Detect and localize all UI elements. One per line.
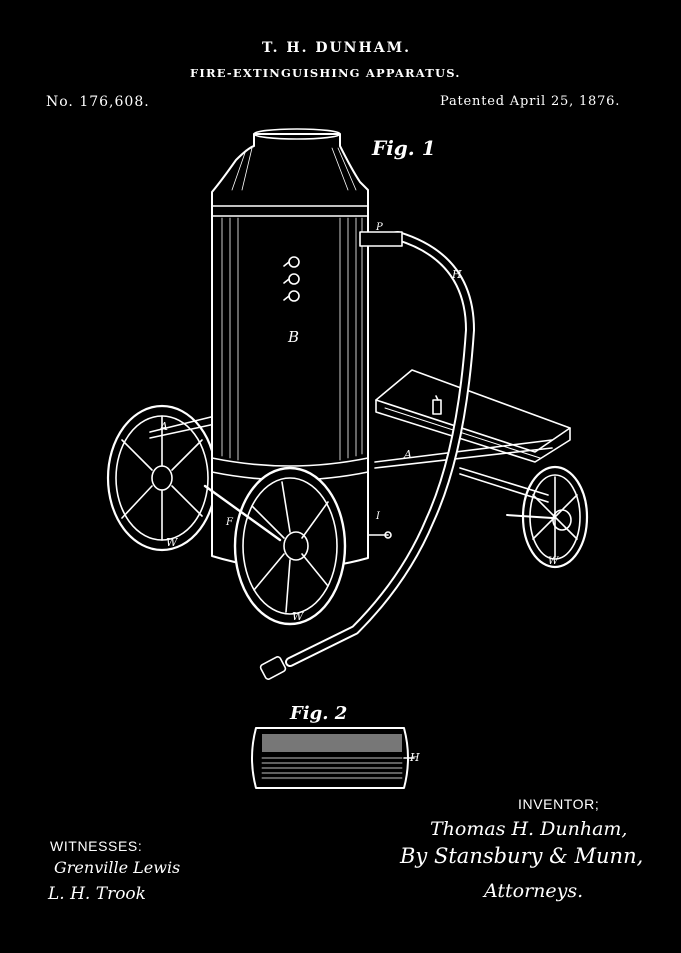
fig1-label: Fig. 1: [372, 136, 436, 160]
part-label-a-left: A: [160, 420, 168, 433]
cart-frame: [149, 369, 571, 503]
part-label-a-right: A: [404, 448, 412, 461]
fig2-label: Fig. 2: [290, 703, 348, 724]
inventor-header: T. H. DUNHAM.: [262, 40, 411, 56]
inventor-heading: INVENTOR;: [518, 796, 600, 812]
hose-pipe: [259, 231, 475, 680]
attorneys-label: Attorneys.: [484, 880, 584, 902]
part-label-h-fig2: H: [410, 751, 420, 764]
hose-section: [251, 727, 415, 789]
part-label-h-fig1: H: [452, 268, 462, 281]
patent-number: No. 176,608.: [46, 94, 150, 110]
rear-right-wheel: [506, 465, 589, 569]
part-label-b: B: [288, 328, 300, 346]
part-label-i: I: [376, 511, 380, 522]
front-wheel: [203, 466, 347, 626]
patent-date: Patented April 25, 1876.: [440, 94, 621, 109]
attorney-signature-line: By Stansbury & Munn,: [400, 844, 644, 868]
part-label-w-front: W: [292, 610, 304, 623]
part-label-w-right: W: [548, 556, 559, 567]
patent-title: FIRE-EXTINGUISHING APPARATUS.: [190, 66, 461, 80]
part-label-w-left: W: [166, 536, 178, 549]
witness-signature-1: Grenville Lewis: [54, 858, 181, 877]
witnesses-heading: WITNESSES:: [50, 838, 143, 854]
part-label-p: P: [376, 222, 383, 233]
extinguisher-cylinder: [211, 128, 392, 570]
witness-signature-2: L. H. Trook: [48, 884, 146, 904]
part-label-f: F: [226, 517, 233, 528]
inventor-signature: Thomas H. Dunham,: [430, 818, 628, 840]
